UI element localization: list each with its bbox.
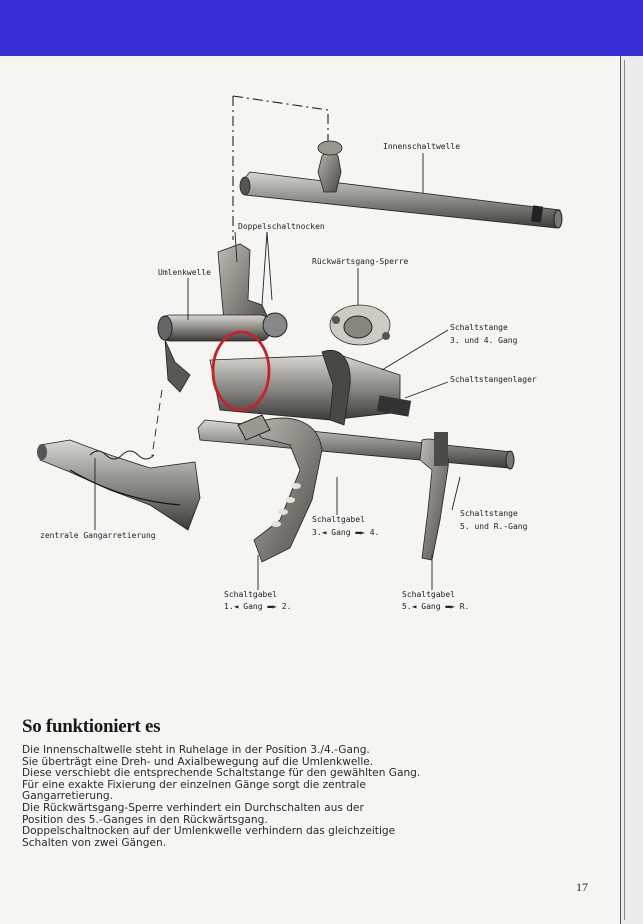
top-color-bar xyxy=(0,0,643,56)
label-schaltstange-34-line2: 3. und 4. Gang xyxy=(450,336,518,345)
label-schaltgabel-5r-line2: 5.◄ Gang ▬► R. xyxy=(402,602,469,611)
label-umlenkwelle: Umlenkwelle xyxy=(158,268,211,277)
innenschaltwelle-part xyxy=(239,140,563,229)
label-schaltstangenlager: Schaltstangenlager xyxy=(450,375,537,384)
schaltstangen-body xyxy=(209,349,412,426)
body-line: Gangarretierung. xyxy=(22,790,113,803)
schaltgabel-12-part xyxy=(237,414,323,563)
section-heading: So funktioniert es xyxy=(22,716,161,737)
facing-page-edge xyxy=(620,56,643,924)
label-schaltgabel-5r-line1: Schaltgabel xyxy=(402,590,455,599)
connector-dashdot xyxy=(232,95,329,240)
body-line: Position des 5.-Ganges in den Rückwärtsg… xyxy=(22,813,268,826)
dashed-leader xyxy=(151,389,163,457)
label-innenschaltwelle: Innenschaltwelle xyxy=(383,142,460,151)
body-line: Die Innenschaltwelle steht in Ruhelage i… xyxy=(22,744,370,756)
label-schaltstange-34-line1: Schaltstange xyxy=(450,323,508,332)
umlenkwelle-part xyxy=(157,243,288,393)
label-schaltstange-5r-line2: 5. und R.-Gang xyxy=(460,522,528,531)
leader-lines xyxy=(94,153,461,590)
facing-page-edge-line xyxy=(624,60,643,920)
body-line: Schalten von zwei Gängen. xyxy=(22,836,167,849)
label-schaltgabel-34-line1: Schaltgabel xyxy=(312,515,365,524)
schaltgabel-5r-part xyxy=(419,432,449,561)
label-schaltgabel-12-line1: Schaltgabel xyxy=(224,590,277,599)
gearshift-diagram: Innenschaltwelle Doppelschaltnocken Rück… xyxy=(37,95,563,611)
body-line: Doppelschaltnocken auf der Umlenkwelle v… xyxy=(22,825,396,838)
body-line: Sie überträgt eine Dreh- und Axialbewegu… xyxy=(22,755,374,768)
body-line: Für eine exakte Fixierung der einzelnen … xyxy=(22,778,366,791)
page-number: 17 xyxy=(576,880,588,894)
label-rueckwaertsgang-sperre: Rückwärtsgang-Sperre xyxy=(312,257,409,266)
rueckwaertsgang-sperre-part xyxy=(329,304,391,346)
label-zentrale-gangarretierung: zentrale Gangarretierung xyxy=(40,531,156,540)
label-doppelschaltnocken: Doppelschaltnocken xyxy=(238,222,325,231)
body-line: Die Rückwärtsgang-Sperre verhindert ein … xyxy=(22,801,364,814)
body-line: Diese verschiebt die entsprechende Schal… xyxy=(22,767,421,780)
label-schaltstange-5r-line1: Schaltstange xyxy=(460,509,518,518)
highlight-circle xyxy=(211,330,271,412)
section-body: Die Innenschaltwelle steht in Ruhelage i… xyxy=(22,744,582,849)
zentrale-gangarretierung-part xyxy=(37,439,201,531)
label-schaltgabel-12-line2: 1.◄ Gang ▬► 2. xyxy=(224,602,291,611)
label-schaltgabel-34-line2: 3.◄ Gang ▬► 4. xyxy=(312,528,379,537)
